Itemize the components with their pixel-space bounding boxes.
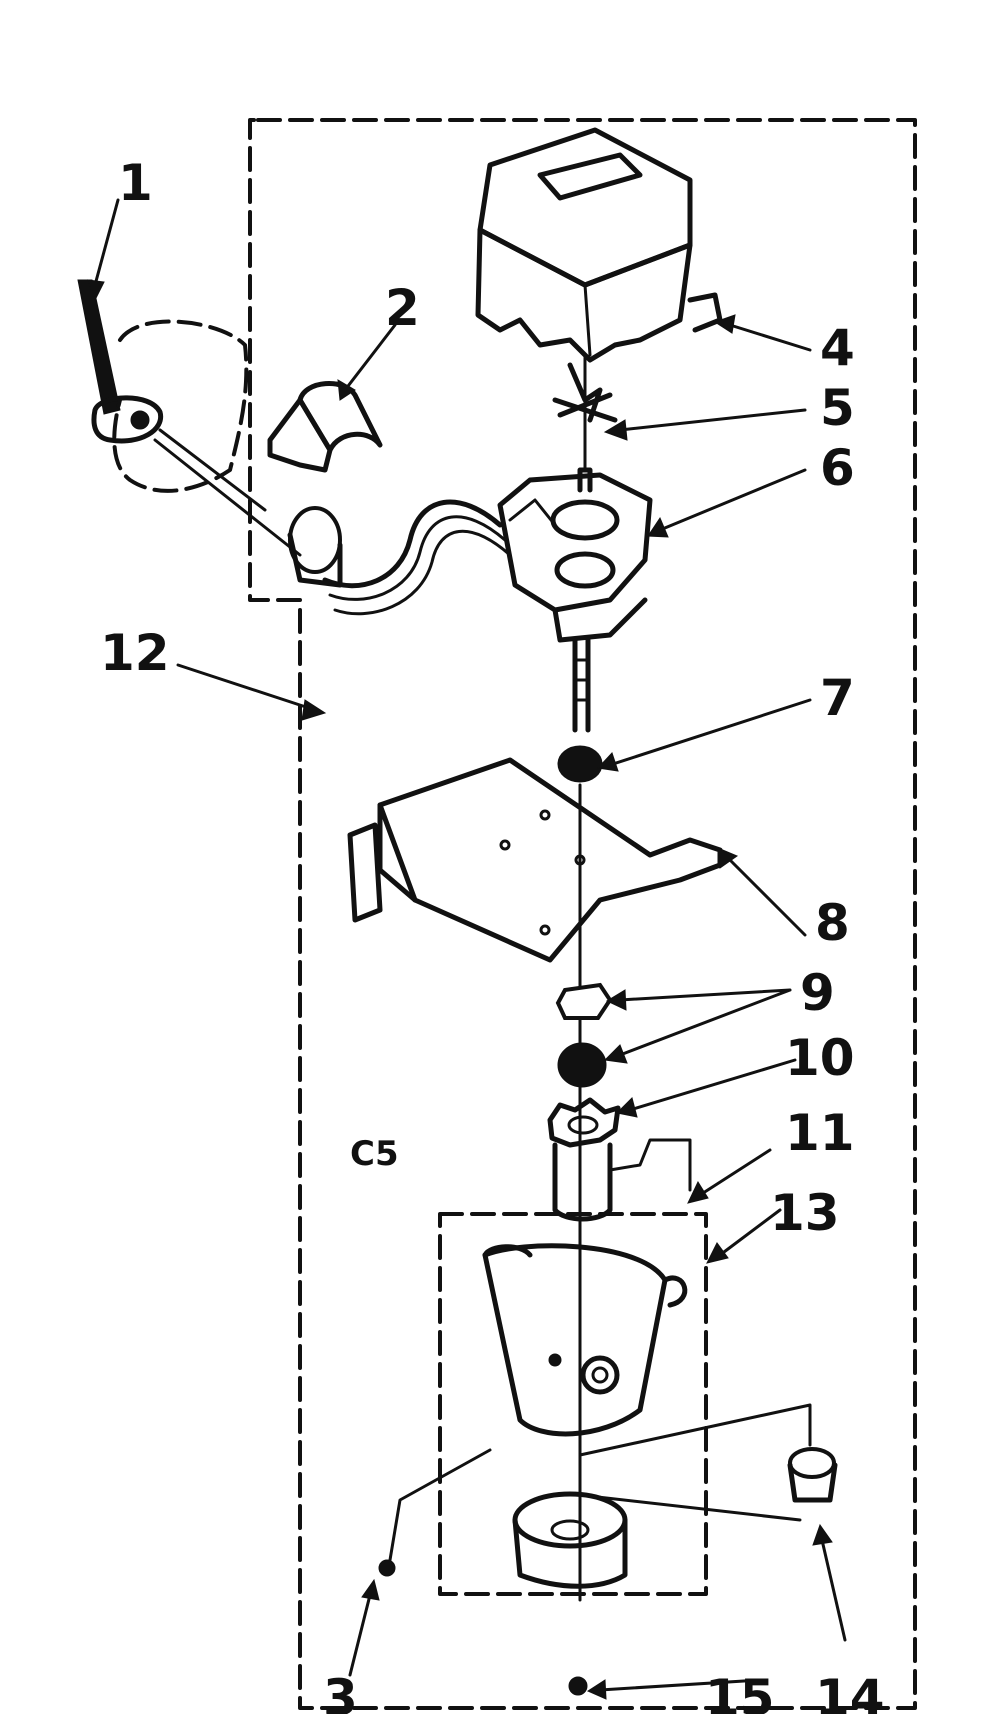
- callout-12: 12: [100, 624, 170, 682]
- callout-5: 5: [820, 379, 855, 437]
- part-5-coupling: [552, 353, 618, 472]
- wire-connector: [287, 506, 343, 588]
- part-10-gear: [547, 1097, 621, 1148]
- callout-1: 1: [118, 154, 153, 212]
- callout-4: 4: [820, 319, 855, 377]
- motor-shaft: [572, 637, 591, 733]
- callout-10: 10: [785, 1029, 855, 1087]
- assembly-13-boundary: [438, 1212, 708, 1596]
- part-3-screw: [378, 1448, 492, 1577]
- part-8-bracket: [347, 757, 723, 963]
- callout-15: 15: [705, 1669, 775, 1714]
- assembly-12-boundary: [248, 118, 917, 1710]
- callout-9: 9: [800, 964, 835, 1022]
- part-1-lever: [77, 279, 302, 557]
- callout-13: 13: [770, 1184, 840, 1242]
- callout-7: 7: [820, 669, 855, 727]
- part-9-nut-lower: [557, 1042, 607, 1088]
- part-6-motor: [497, 467, 653, 643]
- part-4-housing: [475, 127, 723, 363]
- base-plate: [512, 1491, 628, 1589]
- callout-14: 14: [815, 1669, 885, 1714]
- part-15-washer: [568, 1676, 588, 1696]
- part-9-nut-upper: [555, 982, 613, 1020]
- callout-3: 3: [323, 1669, 358, 1714]
- callout-2: 2: [385, 279, 420, 337]
- code-label: C5: [350, 1134, 399, 1174]
- leader-lines: [87, 198, 847, 1700]
- part-2-clip: [267, 381, 383, 473]
- callout-8: 8: [815, 894, 850, 952]
- part-13-cup: [482, 1243, 688, 1437]
- part-7-washer: [557, 745, 603, 783]
- part-11-drive: [552, 1138, 692, 1222]
- callout-11: 11: [785, 1104, 855, 1162]
- callout-6: 6: [820, 439, 855, 497]
- part-14-plug: [578, 1403, 838, 1522]
- wire-harness: [322, 499, 503, 589]
